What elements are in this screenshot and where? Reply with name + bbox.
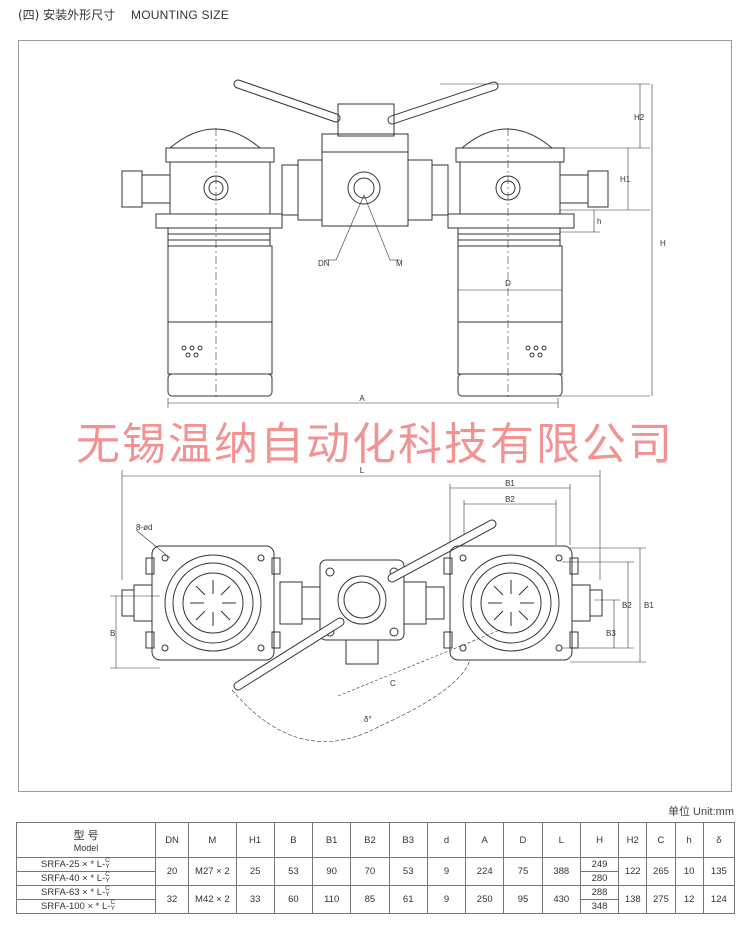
cell-a: 250 [465, 885, 505, 914]
top-left-filter [121, 545, 321, 661]
header-cell: L [541, 822, 581, 858]
top-right-filter [403, 545, 603, 661]
header-cell: B1 [312, 822, 352, 858]
cell-h-value: 249 [580, 858, 619, 872]
header-cell: D [503, 822, 543, 858]
label-C: C [390, 679, 396, 688]
cell-b3: 53 [388, 857, 428, 886]
label-h: h [597, 217, 601, 226]
header-cell: B2 [350, 822, 390, 858]
front-center-valve [281, 103, 449, 227]
header-model-cn: 型 号 [73, 830, 99, 842]
spec-header-row: 型 号 Model DN M H1 B B1 B2 B3 d A D L H H… [16, 822, 736, 858]
section-heading: (四) 安装外形尺寸 MOUNTING SIZE [18, 6, 229, 23]
cell-m: M27 × 2 [188, 857, 237, 886]
cell-c: 275 [646, 885, 676, 914]
mounting-drawing: A D H H2 H1 h DN M L B1 B2 B B1 B2 B3 C … [110, 79, 666, 742]
label-B3: B3 [606, 629, 616, 638]
label-H1: H1 [620, 175, 631, 184]
label-A: A [359, 394, 365, 403]
header-cell: A [465, 822, 505, 858]
heading-en: MOUNTING SIZE [131, 8, 229, 22]
header-cell: B3 [388, 822, 428, 858]
cell-h: 249 280 [579, 857, 620, 886]
cell-b3: 61 [388, 885, 428, 914]
cell-h-small: 12 [674, 885, 704, 914]
cell-a: 224 [465, 857, 505, 886]
unit-note: 单位 Unit:mm [668, 806, 734, 818]
cell-h2: 138 [618, 885, 648, 914]
cell-d: 9 [426, 857, 467, 886]
top-center-valve [233, 519, 497, 691]
cell-h-value: 280 [591, 873, 608, 884]
cell-b2: 70 [350, 857, 390, 886]
header-cell: H [579, 822, 620, 858]
cell-D: 75 [503, 857, 543, 886]
front-right-filter [447, 128, 609, 397]
front-left-filter [121, 128, 283, 397]
label-delta: δ° [364, 715, 372, 724]
header-model: 型 号 Model [16, 822, 156, 858]
header-cell: h [674, 822, 704, 858]
cell-b: 60 [273, 885, 314, 914]
cell-h: 288 348 [579, 885, 620, 914]
cell-h-value: 288 [580, 886, 619, 900]
cell-h-small: 10 [674, 857, 704, 886]
label-B2-side: B2 [622, 601, 632, 610]
cell-b2: 85 [350, 885, 390, 914]
header-cell: H2 [618, 822, 648, 858]
label-H2: H2 [634, 113, 645, 122]
label-L: L [360, 466, 365, 475]
cell-b: 53 [273, 857, 314, 886]
label-B1-side: B1 [644, 601, 654, 610]
cell-D: 95 [503, 885, 543, 914]
cell-b1: 110 [312, 885, 352, 914]
cell-delta: 124 [702, 885, 736, 914]
header-cell: d [426, 822, 467, 858]
cell-h1: 33 [235, 885, 275, 914]
header-cell: M [188, 822, 237, 858]
label-D: D [505, 279, 511, 288]
label-B: B [110, 629, 115, 638]
label-B2-top: B2 [505, 495, 515, 504]
cell-c: 265 [646, 857, 676, 886]
cell-l: 388 [541, 857, 581, 886]
header-cell: B [273, 822, 314, 858]
cell-l: 430 [541, 885, 581, 914]
front-handle [233, 79, 499, 125]
label-M: M [396, 259, 403, 268]
header-model-en: Model [73, 843, 99, 853]
label-holes: 8-ød [136, 523, 152, 532]
header-cell: DN [154, 822, 190, 858]
spec-table: 型 号 Model DN M H1 B B1 B2 B3 d A D L H H… [16, 822, 736, 914]
label-H: H [660, 239, 666, 248]
header-cell: δ [702, 822, 736, 858]
cell-m: M42 × 2 [188, 885, 237, 914]
drawing-frame [18, 40, 732, 792]
cell-dn: 20 [154, 857, 190, 886]
cell-delta: 135 [702, 857, 736, 886]
header-cell: C [646, 822, 676, 858]
cell-h-value: 348 [591, 901, 608, 912]
cell-h2: 122 [618, 857, 648, 886]
label-B1-top: B1 [505, 479, 515, 488]
cell-dn: 32 [154, 885, 190, 914]
heading-cn: (四) 安装外形尺寸 [18, 8, 116, 22]
cell-h1: 25 [235, 857, 275, 886]
header-cell: H1 [235, 822, 275, 858]
label-DN: DN [318, 259, 330, 268]
cell-b1: 90 [312, 857, 352, 886]
cell-d: 9 [426, 885, 467, 914]
company-watermark: 无锡温纳自动化科技有限公司 [76, 419, 674, 470]
